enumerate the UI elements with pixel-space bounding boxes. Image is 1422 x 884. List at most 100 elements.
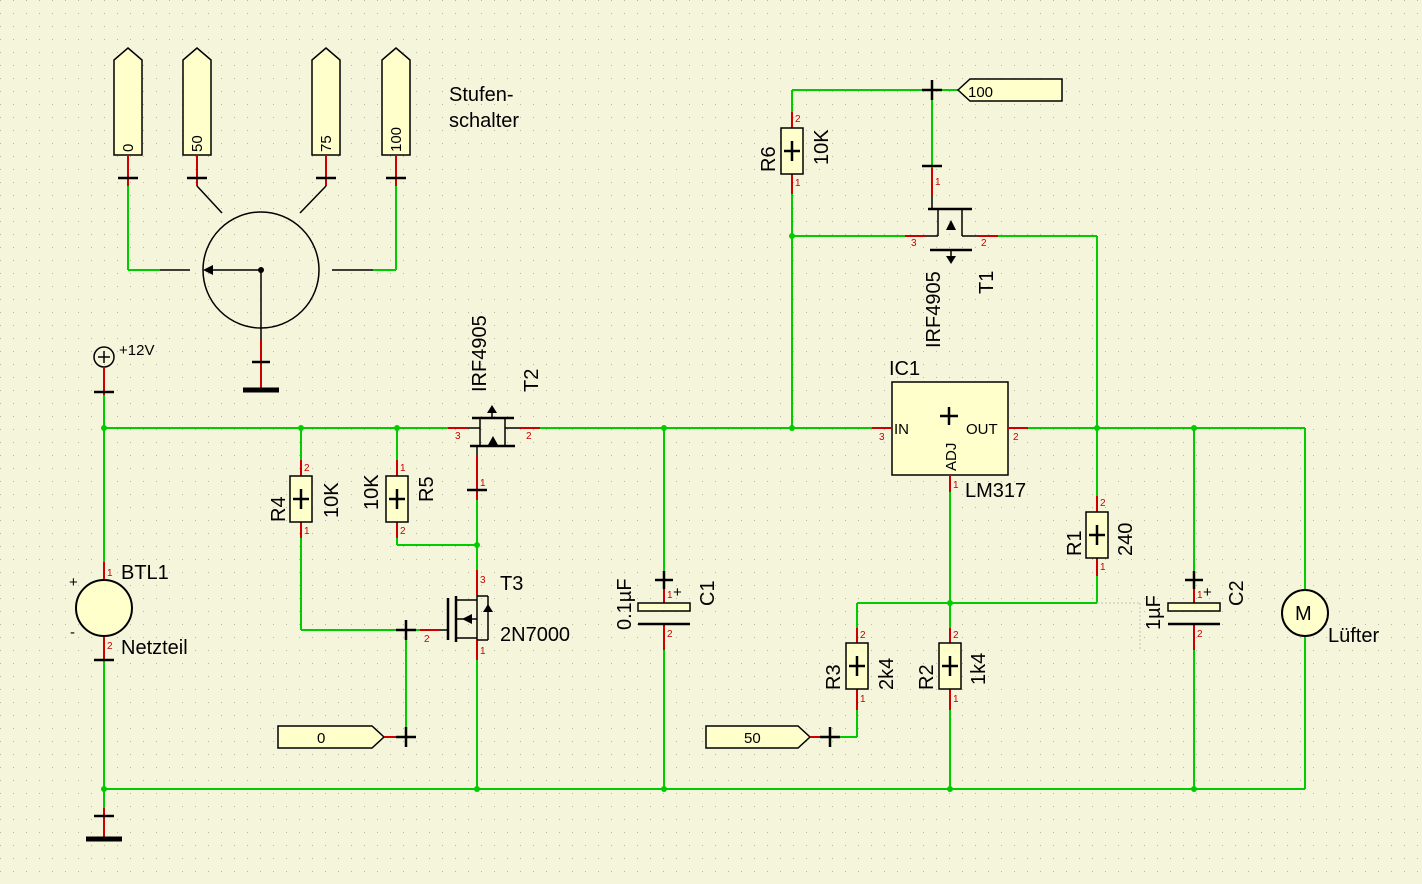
t1-value: IRF4905 [923, 271, 945, 348]
ic1-value: LM317 [965, 480, 1026, 502]
switch-connector-100: 100 [381, 47, 411, 186]
t1-ref: T1 [976, 271, 998, 294]
ic1-pin-adj: ADJ [943, 443, 960, 471]
net-label-0[interactable]: 0 [277, 725, 416, 749]
wires [103, 89, 1306, 808]
r4-ref: R4 [268, 496, 290, 522]
c2-plus: + [1203, 584, 1212, 601]
t2-value: IRF4905 [469, 315, 491, 392]
net-label-0-text: 0 [317, 730, 325, 747]
t1-pin2: 2 [981, 238, 987, 249]
regulator-ic1[interactable]: 3 2 1 IN OUT ADJ IC1 LM317 [872, 358, 1028, 502]
t2-ref: T2 [521, 369, 543, 392]
ic1-pin3: 3 [879, 432, 885, 443]
battery-pin2: 2 [107, 641, 113, 652]
resistor-r3[interactable]: 2 1 R3 2k4 [823, 628, 898, 710]
r3-pin2: 2 [860, 630, 866, 641]
r6-pin2: 2 [795, 114, 801, 125]
t1-pin3: 3 [911, 238, 917, 249]
resistor-r5[interactable]: 1 2 10K R5 [361, 460, 438, 538]
r1-ref: R1 [1064, 530, 1086, 556]
t3-pin1: 1 [480, 646, 486, 657]
battery-plus: + [69, 574, 78, 591]
c2-pin1: 1 [1197, 590, 1203, 601]
r1-value: 240 [1115, 523, 1137, 556]
transistor-t3[interactable]: 3 2 1 T3 2N7000 [396, 570, 570, 660]
r2-value: 1k4 [968, 653, 990, 685]
t3-value: 2N7000 [500, 624, 570, 646]
r4-value: 10K [321, 482, 343, 518]
switch-title-line2: schalter [449, 110, 519, 132]
r2-ref: R2 [916, 664, 938, 690]
supply-12v[interactable]: +12V [93, 342, 154, 395]
ground-symbol [86, 808, 122, 842]
r4-pin1: 1 [304, 526, 310, 537]
c1-value: 0.1µF [614, 578, 636, 630]
c2-value: 1µF [1143, 595, 1165, 630]
r6-pin1: 1 [795, 178, 801, 189]
transistor-t1[interactable]: 1 3 2 IRF4905 T1 [905, 164, 998, 348]
battery-btl1[interactable]: 1 2 + - BTL1 Netzteil [69, 562, 188, 662]
switch-connector-0: 0 [113, 47, 143, 186]
switch-connector-75: 75 [311, 47, 341, 186]
c1-ref: C1 [697, 580, 719, 606]
battery-pin1: 1 [107, 568, 113, 579]
c1-pin2: 2 [667, 629, 673, 640]
c1-plus: + [673, 584, 682, 601]
switch-connector-100-label: 100 [388, 127, 405, 152]
t3-pin2: 2 [424, 634, 430, 645]
r2-pin2: 2 [953, 630, 959, 641]
ic1-pin-out: OUT [966, 421, 998, 438]
transistor-t2[interactable]: 3 2 1 IRF4905 T2 [448, 315, 543, 500]
battery-value: Netzteil [121, 637, 188, 659]
r3-value: 2k4 [876, 658, 898, 690]
motor-label: Lüfter [1328, 625, 1379, 647]
junction-dots [101, 233, 1197, 792]
t2-pin2: 2 [526, 431, 532, 442]
t3-pin3: 3 [480, 575, 486, 586]
battery-ref: BTL1 [121, 562, 169, 584]
ic1-pin2: 2 [1013, 432, 1019, 443]
r3-pin1: 1 [860, 694, 866, 705]
r3-ref: R3 [823, 664, 845, 690]
r5-pin2: 2 [400, 526, 406, 537]
r5-pin1: 1 [400, 463, 406, 474]
motor-symbol: M [1295, 603, 1312, 625]
t2-pin1: 1 [480, 478, 486, 489]
net-label-100-text: 100 [968, 84, 993, 101]
switch-connector-75-label: 75 [318, 135, 335, 152]
ic1-pin1: 1 [953, 480, 959, 491]
t2-pin3: 3 [455, 431, 461, 442]
c2-pin2: 2 [1197, 629, 1203, 640]
r6-value: 10K [811, 129, 833, 165]
battery-minus: - [70, 624, 75, 641]
r6-ref: R6 [758, 146, 780, 172]
switch-connector-0-label: 0 [120, 144, 137, 152]
motor-fan[interactable]: M Lüfter [1281, 589, 1379, 647]
net-label-50[interactable]: 50 [705, 725, 840, 749]
ic1-ref: IC1 [889, 358, 920, 380]
r5-value: 10K [361, 474, 383, 510]
switch-connector-50-label: 50 [189, 135, 206, 152]
net-label-100[interactable]: 100 [922, 78, 1063, 102]
r1-pin2: 2 [1100, 498, 1106, 509]
capacitor-c1[interactable]: + 1 2 0.1µF C1 [614, 571, 719, 650]
c1-pin1: 1 [667, 590, 673, 601]
switch-title-line1: Stufen- [449, 84, 513, 106]
r4-pin2: 2 [304, 463, 310, 474]
t3-ref: T3 [500, 573, 523, 595]
resistor-r6[interactable]: 2 1 R6 10K [758, 112, 833, 194]
step-switch[interactable]: 0 50 75 100 [113, 47, 519, 393]
resistor-r4[interactable]: 2 1 R4 10K [268, 460, 343, 538]
resistor-r1[interactable]: 2 1 R1 240 [1064, 496, 1137, 576]
resistor-r2[interactable]: 2 1 R2 1k4 [916, 628, 990, 710]
switch-connector-50: 50 [182, 47, 212, 186]
r5-ref: R5 [416, 476, 438, 502]
c2-ref: C2 [1226, 580, 1248, 606]
supply-12v-label: +12V [119, 342, 154, 359]
net-label-50-text: 50 [744, 730, 761, 747]
r2-pin1: 1 [953, 694, 959, 705]
capacitor-c2[interactable]: + 1 2 1µF C2 [1143, 571, 1248, 650]
t1-pin1: 1 [935, 177, 941, 188]
